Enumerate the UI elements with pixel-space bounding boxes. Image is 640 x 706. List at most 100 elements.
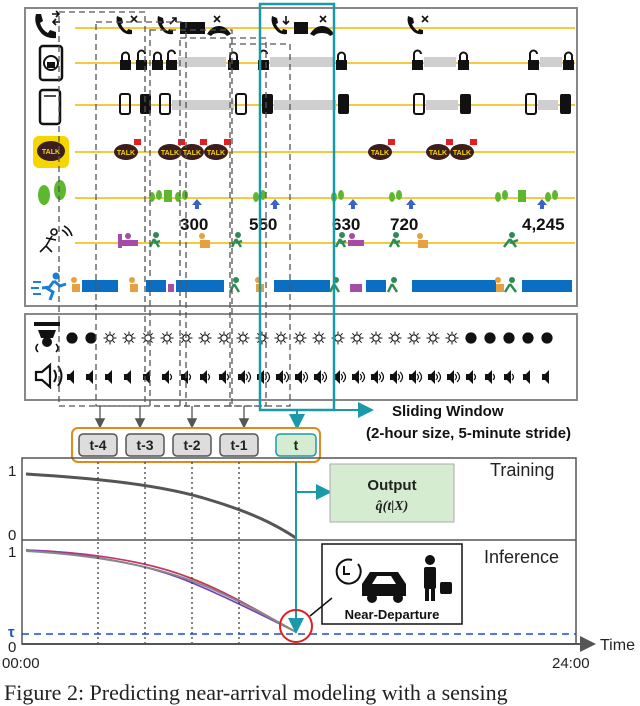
svg-text:TALK: TALK bbox=[161, 150, 179, 157]
car-icon bbox=[362, 572, 406, 603]
messenger-events: TALK TALK TALK TALK TALK TALK TALK bbox=[114, 139, 477, 160]
sound-level-icon bbox=[143, 370, 150, 384]
light-ray bbox=[359, 340, 362, 343]
light-level-dot bbox=[125, 334, 133, 342]
light-ray bbox=[207, 340, 210, 343]
time-step-2: t-3 bbox=[136, 437, 153, 453]
time-step-5: t bbox=[294, 437, 299, 453]
sound-level-icon bbox=[333, 370, 340, 384]
light-level-dot bbox=[85, 332, 97, 344]
sound-wave bbox=[283, 371, 290, 383]
light-ray bbox=[188, 340, 191, 343]
sound-level-icon bbox=[390, 370, 397, 384]
sound-wave bbox=[226, 373, 230, 381]
svg-text:TALK: TALK bbox=[117, 150, 135, 157]
sound-wave bbox=[397, 371, 404, 383]
sound-level-icon bbox=[523, 370, 530, 384]
light-ray bbox=[105, 333, 108, 336]
clock-icon bbox=[335, 558, 362, 585]
light-ray bbox=[321, 340, 324, 343]
sound-wave bbox=[454, 371, 461, 383]
light-ray bbox=[397, 340, 400, 343]
near-departure-label: Near-Departure bbox=[345, 607, 440, 622]
lock-events bbox=[120, 49, 574, 70]
light-ray bbox=[371, 340, 374, 343]
light-ray bbox=[314, 333, 317, 336]
light-level-dot bbox=[484, 332, 496, 344]
sound-level-icon bbox=[295, 370, 302, 384]
step-count-5: 4,245 bbox=[522, 215, 565, 234]
time-step-3: t-2 bbox=[183, 437, 200, 453]
sound-level-icon bbox=[124, 370, 131, 384]
y-tick-training-bottom: 0 bbox=[8, 527, 16, 544]
light-ray bbox=[131, 333, 134, 336]
sliding-window-title: Sliding Window bbox=[392, 403, 504, 420]
sound-level-icon bbox=[352, 370, 359, 384]
light-ray bbox=[397, 333, 400, 336]
light-ray bbox=[169, 333, 172, 336]
sound-level-icon bbox=[504, 370, 511, 384]
y-tick-training-top: 1 bbox=[8, 463, 16, 480]
output-title: Output bbox=[367, 477, 416, 494]
inference-curves bbox=[25, 549, 297, 633]
light-ray bbox=[162, 340, 165, 343]
light-level-dot bbox=[315, 334, 323, 342]
sound-level-icon bbox=[276, 370, 283, 384]
svg-text:TALK: TALK bbox=[42, 149, 60, 156]
light-level-dot bbox=[429, 334, 437, 342]
sound-level-icon bbox=[86, 370, 93, 384]
sound-level-icon bbox=[219, 370, 226, 384]
light-level-dot bbox=[372, 334, 380, 342]
light-ray bbox=[378, 340, 381, 343]
sensor-panel bbox=[24, 7, 578, 307]
light-ray bbox=[150, 333, 153, 336]
light-ray bbox=[112, 333, 115, 336]
light-ray bbox=[435, 333, 438, 336]
sound-level-icon bbox=[67, 370, 74, 384]
light-ray bbox=[112, 340, 115, 343]
light-ray bbox=[181, 340, 184, 343]
step-guides bbox=[97, 462, 240, 644]
light-ray bbox=[295, 340, 298, 343]
light-ray bbox=[302, 340, 305, 343]
running-icon bbox=[31, 272, 67, 301]
sound-level-icon bbox=[466, 370, 473, 384]
light-ray bbox=[124, 333, 127, 336]
light-ray bbox=[131, 340, 134, 343]
light-ray bbox=[283, 340, 286, 343]
light-level-dot bbox=[220, 334, 228, 342]
y-tick-inference-top: 1 bbox=[8, 544, 16, 561]
footsteps-icon bbox=[38, 180, 66, 205]
light-level-dot bbox=[163, 334, 171, 342]
light-level-dot bbox=[66, 332, 78, 344]
light-ray bbox=[409, 340, 412, 343]
sound-wave bbox=[207, 373, 211, 381]
sound-level-icon bbox=[105, 370, 112, 384]
light-ray bbox=[428, 340, 431, 343]
light-level-dot bbox=[277, 334, 285, 342]
activity-events bbox=[118, 232, 519, 248]
call-event-3 bbox=[271, 15, 334, 36]
light-ray bbox=[295, 333, 298, 336]
light-ray bbox=[245, 340, 248, 343]
light-ray bbox=[428, 333, 431, 336]
sound-level-icon bbox=[542, 370, 549, 384]
light-ray bbox=[454, 333, 457, 336]
sound-wave bbox=[302, 371, 309, 383]
svg-text:TALK: TALK bbox=[453, 150, 471, 157]
screen-events bbox=[119, 93, 571, 115]
sound-wave bbox=[340, 371, 347, 383]
sound-level-icon bbox=[200, 370, 207, 384]
light-ray bbox=[181, 333, 184, 336]
light-ray bbox=[359, 333, 362, 336]
light-ray bbox=[276, 333, 279, 336]
light-ray bbox=[314, 340, 317, 343]
inference-label: Inference bbox=[484, 547, 559, 567]
light-ray bbox=[162, 333, 165, 336]
light-ray bbox=[390, 340, 393, 343]
smartphone-screen-icon bbox=[38, 88, 62, 126]
light-icon bbox=[34, 322, 60, 353]
light-ray bbox=[150, 340, 153, 343]
light-ray bbox=[352, 333, 355, 336]
light-ray bbox=[409, 333, 412, 336]
